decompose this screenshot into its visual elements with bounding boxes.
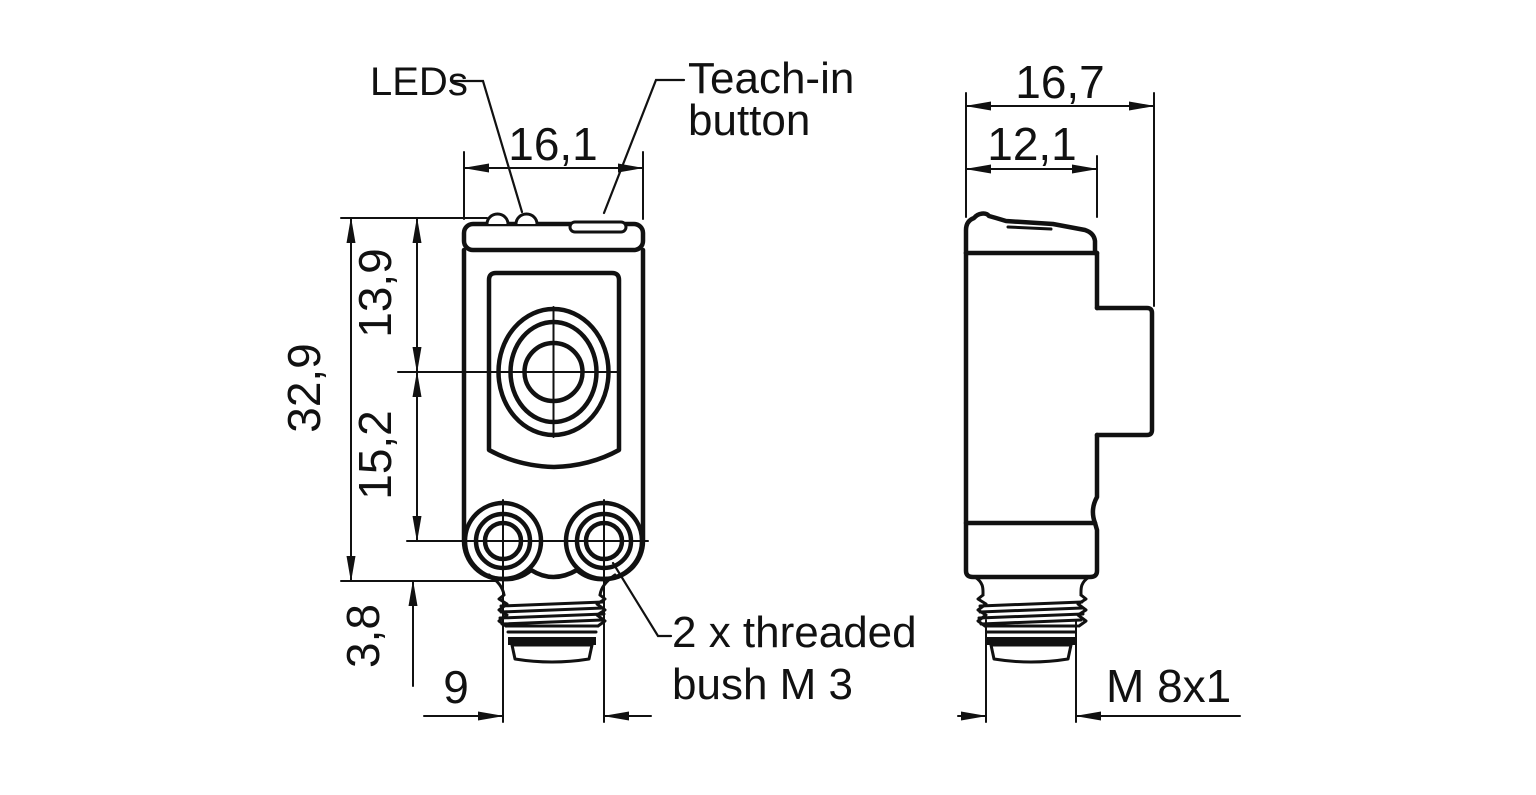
teach-in-button-shape bbox=[568, 220, 628, 234]
dim-front-width: 16,1 bbox=[508, 118, 598, 170]
teach-in-label-line2: button bbox=[688, 96, 810, 145]
connector-thread-label: M 8x1 bbox=[1106, 660, 1231, 712]
dim-bush-spacing: 9 bbox=[443, 661, 469, 713]
led-bumps bbox=[485, 212, 539, 226]
threaded-bush-label-line1: 2 x threaded bbox=[672, 608, 917, 657]
dim-body-to-thread: 3,8 bbox=[337, 604, 389, 668]
teach-in-label-line1: Teach-in bbox=[688, 54, 854, 103]
side-extension-lines bbox=[965, 92, 1155, 723]
dim-side-total-width: 16,7 bbox=[1015, 56, 1105, 108]
leader-lines bbox=[450, 78, 686, 638]
front-view bbox=[340, 151, 649, 723]
threaded-bush-left bbox=[462, 500, 544, 582]
dim-lens-to-bush: 15,2 bbox=[349, 410, 401, 500]
dimension-lines bbox=[346, 101, 1241, 721]
threaded-bush-right bbox=[563, 500, 645, 582]
dim-top-to-lens: 13,9 bbox=[349, 248, 401, 338]
threaded-bush-leader bbox=[611, 561, 673, 638]
front-m8-connector bbox=[487, 573, 617, 664]
leds-label: LEDs bbox=[370, 60, 468, 104]
side-m8-connector bbox=[973, 575, 1091, 664]
teach-in-leader bbox=[602, 78, 686, 215]
side-lens-block bbox=[1094, 305, 1155, 438]
leds-leader bbox=[450, 79, 524, 214]
side-body-outline bbox=[963, 250, 1100, 580]
front-lens-panel bbox=[486, 270, 622, 470]
dim-side-body-width: 12,1 bbox=[987, 118, 1077, 170]
lens bbox=[496, 306, 611, 438]
dim-total-height: 32,9 bbox=[278, 343, 330, 433]
threaded-bush-label-line2: bush M 3 bbox=[672, 660, 853, 709]
side-view bbox=[963, 92, 1155, 723]
side-top-cap bbox=[963, 211, 1100, 256]
front-top-cap bbox=[461, 212, 646, 253]
